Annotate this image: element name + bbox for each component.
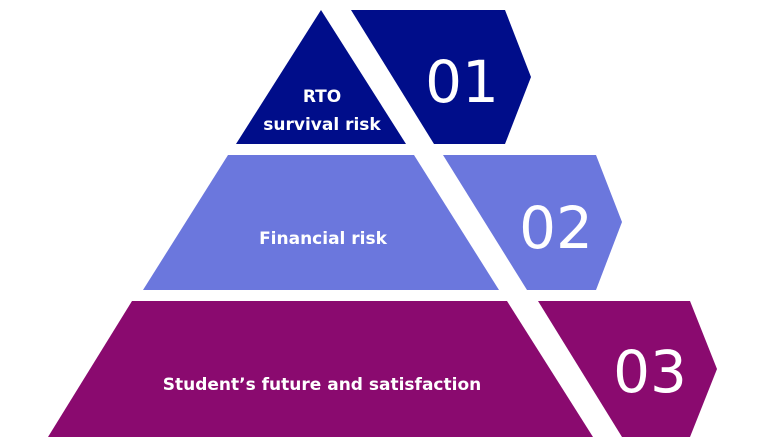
level-3: Student’s future and satisfaction 03 — [48, 301, 717, 437]
level-2-trapezoid — [143, 155, 499, 290]
level-3-trapezoid — [48, 301, 593, 437]
level-3-number-tab — [538, 301, 717, 437]
level-3-number: 03 — [613, 338, 687, 406]
level-1: RTO survival risk 01 — [236, 10, 531, 144]
level-2-number-tab — [443, 155, 622, 290]
level-3-label: Student’s future and satisfaction — [163, 375, 481, 395]
level-2: Financial risk 02 — [143, 155, 622, 290]
level-1-triangle — [236, 10, 406, 144]
level-1-number: 01 — [425, 48, 499, 116]
level-1-label-line-1: RTO — [303, 87, 341, 107]
level-2-number: 02 — [519, 194, 593, 262]
level-1-number-tab — [351, 10, 531, 144]
level-2-label: Financial risk — [259, 229, 388, 249]
level-1-label-line-2: survival risk — [263, 115, 381, 135]
